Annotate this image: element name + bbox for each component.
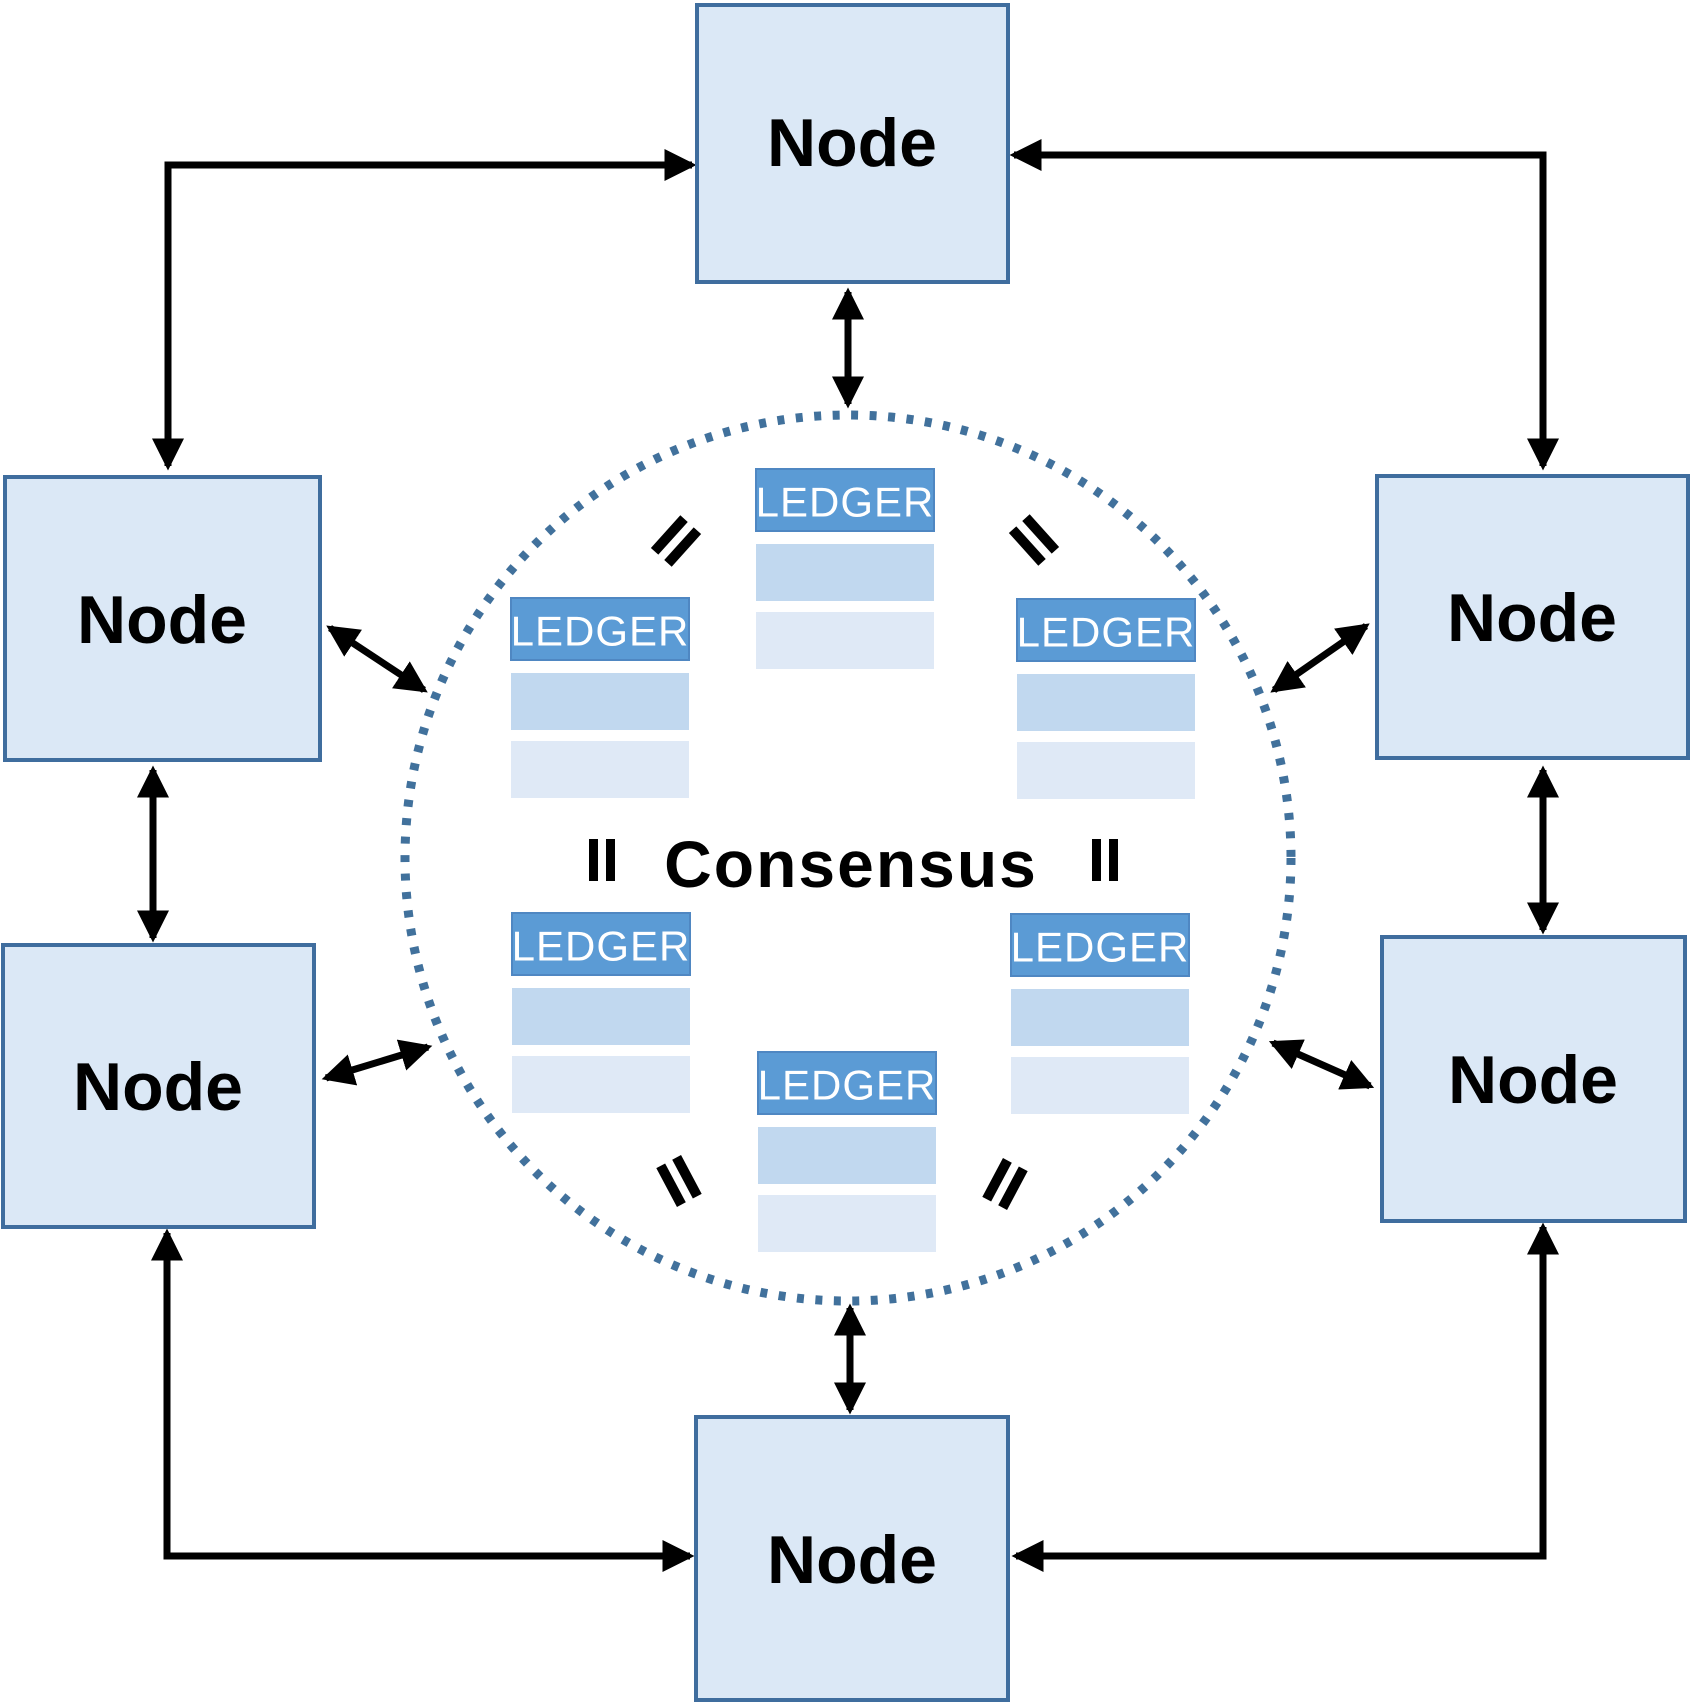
ledger-lower-right: LEDGER xyxy=(1010,913,1190,1114)
arrow-upperleft-top-elbow xyxy=(151,148,697,471)
node-label: Node xyxy=(73,1049,243,1125)
node-label: Node xyxy=(767,1522,937,1598)
equals-icon-bottom-right xyxy=(982,1158,1028,1210)
equals-icon-top-right xyxy=(1008,514,1060,566)
consensus-title: Consensus xyxy=(664,827,1038,901)
ledger-row xyxy=(511,741,689,798)
ledger-row xyxy=(1011,989,1189,1046)
equals-icon-mid-left xyxy=(589,839,615,881)
ledger-row xyxy=(756,544,934,601)
ledger-row xyxy=(1017,674,1195,731)
node-label: Node xyxy=(1447,580,1617,656)
node-box xyxy=(694,1415,1010,1702)
node-label: Node xyxy=(1448,1042,1618,1118)
ledger-row xyxy=(758,1127,936,1184)
node-box xyxy=(3,475,322,762)
ledger-header xyxy=(1016,598,1196,662)
ledger-label: LEDGER xyxy=(1017,609,1196,656)
ledger-row xyxy=(758,1195,936,1252)
ledger-header xyxy=(755,468,935,532)
node-lower-left: Node xyxy=(1,943,316,1229)
ledger-label: LEDGER xyxy=(758,1062,937,1109)
ledger-label: LEDGER xyxy=(1011,924,1190,971)
ledger-label: LEDGER xyxy=(511,608,690,655)
connectors xyxy=(136,138,1560,1573)
arrow-lowerleft-bottom-elbow xyxy=(150,1228,695,1573)
ledger-label: LEDGER xyxy=(512,923,691,970)
node-box xyxy=(1375,474,1690,760)
arrow-lowerleft-to-circle xyxy=(321,1039,433,1086)
node-box xyxy=(1380,935,1687,1223)
arrow-upperleft-to-circle xyxy=(326,625,428,693)
node-lower-right: Node xyxy=(1380,935,1687,1223)
node-box xyxy=(695,3,1010,284)
ledger-row xyxy=(512,988,690,1045)
arrow-upperright-to-circle xyxy=(1270,623,1370,693)
arrow-lowerright-to-circle xyxy=(1268,1039,1375,1090)
node-upper-right: Node xyxy=(1375,474,1690,760)
consensus-boundary-circle xyxy=(400,410,1296,1306)
ledger-row xyxy=(511,673,689,730)
ledger-header xyxy=(511,912,691,976)
ledger-row xyxy=(1017,742,1195,799)
ledger-row xyxy=(512,1056,690,1113)
node-label: Node xyxy=(767,105,937,181)
ledger-row xyxy=(1011,1057,1189,1114)
equals-icon-top-left xyxy=(650,515,702,567)
equals-icon-bottom-left xyxy=(656,1155,702,1207)
arrow-upperright-top-elbow xyxy=(1009,138,1560,471)
ledger-bottom-center: LEDGER xyxy=(757,1051,937,1252)
node-label: Node xyxy=(77,582,247,658)
node-box xyxy=(1,943,316,1229)
node-upper-left: Node xyxy=(3,475,322,762)
ledger-label: LEDGER xyxy=(756,479,935,526)
equals-icon-mid-right xyxy=(1092,839,1118,881)
ledger-mid-left: LEDGER xyxy=(510,597,690,798)
ledger-row xyxy=(756,612,934,669)
ledger-header xyxy=(510,597,690,661)
node-bottom: Node xyxy=(694,1415,1010,1702)
ledger-mid-right: LEDGER xyxy=(1016,598,1196,799)
ledger-top-center: LEDGER xyxy=(755,468,935,669)
ledger-header xyxy=(1010,913,1190,977)
ledger-header xyxy=(757,1051,937,1115)
ledger-lower-left: LEDGER xyxy=(511,912,691,1113)
arrow-lowerright-bottom-elbow xyxy=(1011,1222,1560,1573)
node-top: Node xyxy=(695,3,1010,284)
